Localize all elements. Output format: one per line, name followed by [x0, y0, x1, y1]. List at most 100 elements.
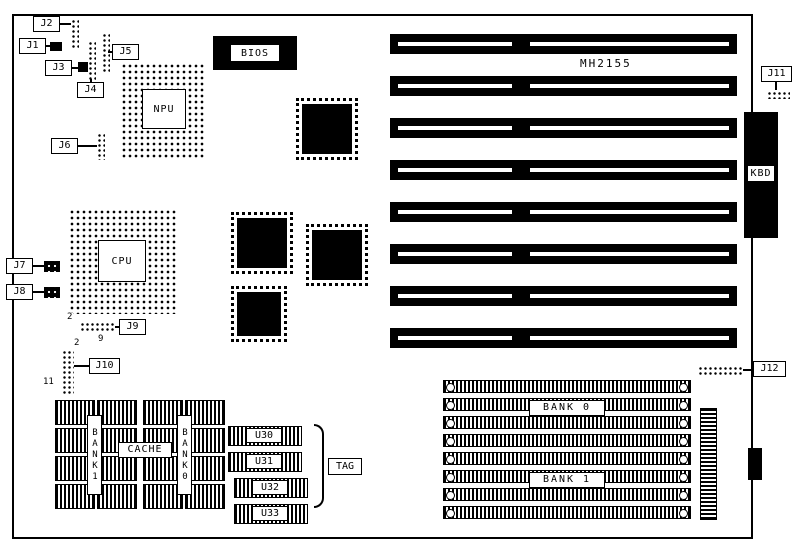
j8-label: J8 [6, 284, 33, 300]
tag-bracket [314, 466, 324, 508]
slot-key [398, 294, 512, 298]
slot-key [398, 336, 512, 340]
j5-pin-header [101, 32, 110, 72]
j7-connector [44, 261, 60, 272]
bank0-label: BANK0 [177, 415, 192, 495]
isa-slot-6 [390, 244, 737, 264]
j10-pin11-label: 11 [42, 377, 55, 387]
leader-line [743, 369, 753, 371]
qfp-chip-4 [231, 286, 287, 342]
isa-slot-7 [390, 286, 737, 306]
slot-key [530, 210, 729, 214]
u30-label: U30 [246, 428, 282, 443]
power-connector [700, 408, 717, 520]
isa-slot-3 [390, 118, 737, 138]
slot-key [530, 84, 729, 88]
isa-slot-4 [390, 160, 737, 180]
simm-bank0-label: BANK 0 [529, 400, 605, 416]
npu-socket: NPU [120, 62, 206, 160]
slot-key [530, 168, 729, 172]
j3-label: J3 [45, 60, 72, 76]
slot-key [398, 42, 512, 46]
isa-slot-8 [390, 328, 737, 348]
slot-key [398, 168, 512, 172]
simm-bank1-label: BANK 1 [529, 472, 605, 488]
j6-label: J6 [51, 138, 78, 154]
j9-pin2-label: 2 [66, 312, 74, 322]
u31-label: U31 [246, 454, 282, 469]
j1-label: J1 [19, 38, 46, 54]
tag-label: TAG [328, 458, 362, 475]
leader-line [108, 51, 113, 53]
leader-line [115, 326, 119, 328]
cache-chip [185, 484, 225, 509]
simm-slot-1 [443, 380, 691, 393]
j2-pin-header [70, 18, 79, 50]
isa-slot-1 [390, 34, 737, 54]
j10-pin2-label: 2 [73, 338, 81, 348]
j10-pin-header [61, 349, 74, 394]
kbd-connector: KBD [744, 112, 778, 238]
slot-key [530, 252, 729, 256]
model-label: MH2155 [580, 57, 632, 70]
cache-chip [143, 400, 183, 425]
cache-chip [97, 456, 137, 481]
cpu-socket: CPU [68, 208, 176, 314]
cache-label: CACHE [118, 442, 172, 458]
j12-label: J12 [753, 361, 786, 377]
cache-chip [97, 484, 137, 509]
cache-chip [97, 400, 137, 425]
leader-line [77, 145, 97, 147]
simm-slot-4 [443, 434, 691, 447]
qfp-chip-1 [296, 98, 358, 160]
leader-line [45, 45, 51, 47]
isa-slot-5 [390, 202, 737, 222]
j8-connector [44, 287, 60, 298]
leader-line [59, 23, 71, 25]
qfp-chip-3 [306, 224, 368, 286]
leader-line [775, 82, 777, 90]
u32-label: U32 [252, 480, 288, 495]
slot-key [398, 252, 512, 256]
leader-line [33, 291, 44, 293]
j1-connector [50, 42, 62, 51]
j9-pin-header [79, 321, 115, 333]
kbd-label: KBD [747, 165, 775, 182]
board-outline [12, 14, 753, 539]
slot-key [530, 294, 729, 298]
simm-slot-8 [443, 506, 691, 519]
simm-slot-7 [443, 488, 691, 501]
u33-label: U33 [252, 506, 288, 521]
slot-key [398, 126, 512, 130]
j4-pin-header [87, 40, 96, 80]
leader-line [33, 265, 44, 267]
slot-key [530, 42, 729, 46]
cache-chip [143, 484, 183, 509]
bank1-label: BANK1 [87, 415, 102, 495]
bios-chip: BIOS [213, 36, 297, 70]
j11-pin-header [766, 90, 790, 99]
isa-slot-2 [390, 76, 737, 96]
slot-key [530, 336, 729, 340]
j9-pin9-label: 9 [97, 334, 105, 344]
npu-label: NPU [142, 89, 186, 129]
j7-label: J7 [6, 258, 33, 274]
tag-bracket [314, 424, 324, 466]
slot-key [398, 84, 512, 88]
cpu-label: CPU [98, 240, 146, 282]
j3-connector [78, 62, 88, 72]
qfp-chip-2 [231, 212, 293, 274]
j4-label: J4 [77, 82, 104, 98]
j9-label: J9 [119, 319, 146, 335]
leader-line [71, 67, 79, 69]
leader-line [74, 365, 89, 367]
bios-label: BIOS [230, 44, 280, 62]
leader-line [90, 79, 92, 83]
j11-label: J11 [761, 66, 792, 82]
j6-pin-header [96, 132, 105, 160]
simm-slot-3 [443, 416, 691, 429]
edge-connector [748, 448, 762, 480]
j12-pin-header [697, 365, 743, 375]
j10-label: J10 [89, 358, 120, 374]
